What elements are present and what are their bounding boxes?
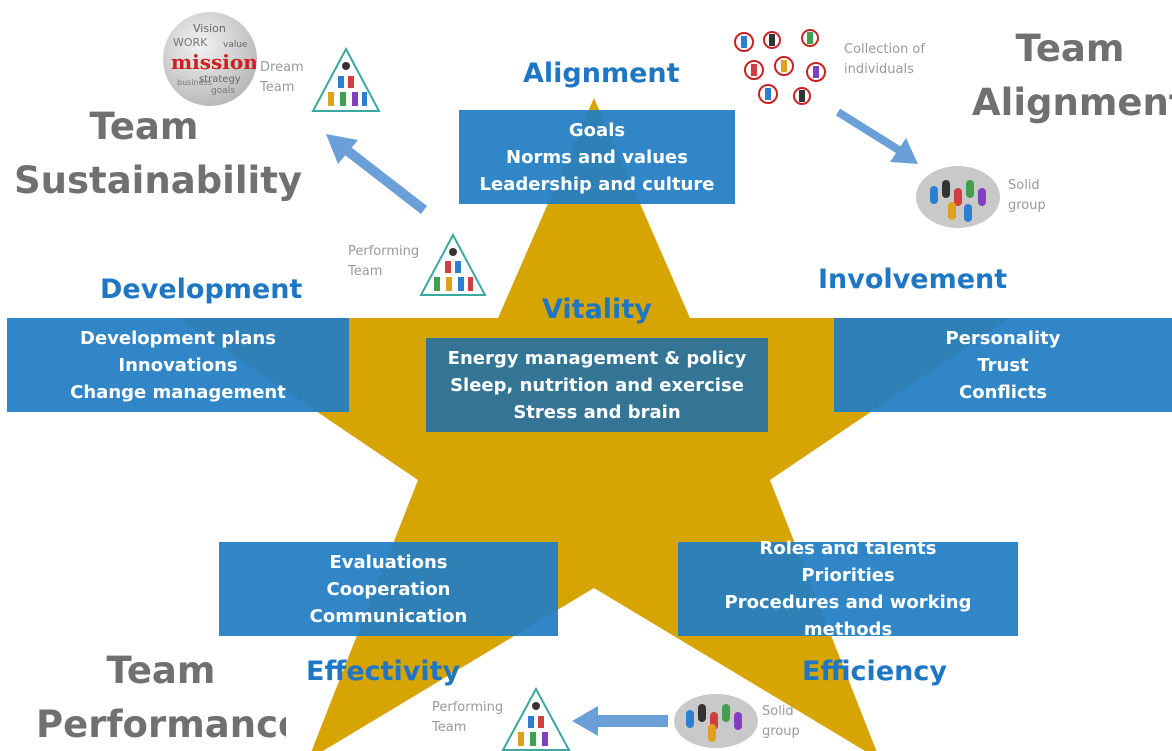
dream-team-line1: Dream: [260, 60, 304, 75]
performing-team-top-line1: Performing: [348, 244, 420, 259]
word-cloud-word: strategy: [199, 74, 241, 85]
development-box: Development plans Innovations Change man…: [7, 318, 349, 412]
effectivity-item: Communication: [309, 605, 468, 627]
person-figure: [942, 180, 950, 198]
development-item: Innovations: [118, 354, 238, 376]
vitality-item: Energy management & policy: [447, 347, 747, 369]
involvement-item: Conflicts: [959, 381, 1047, 403]
word-cloud-word: Vision: [193, 22, 226, 35]
effectivity-heading: Effectivity: [306, 656, 461, 687]
vitality-box: Energy management & policy Sleep, nutrit…: [426, 338, 768, 432]
efficiency-item: Procedures and working methods: [724, 592, 972, 640]
performing-team-top-caption: Performing Team: [348, 242, 419, 282]
team-performance-title: Team Performance: [36, 644, 286, 751]
solid-group-bottom-caption: Solid group: [762, 702, 800, 742]
word-cloud-word: value: [223, 40, 248, 50]
team-sustainability-line1: Team: [89, 105, 199, 148]
collection-of-individuals-icon: [734, 29, 826, 105]
person-figure: [978, 188, 986, 206]
involvement-heading: Involvement: [818, 264, 1008, 295]
involvement-item: Trust: [977, 354, 1029, 376]
solid-group-right-caption: Solid group: [1008, 176, 1046, 216]
collection-of-individuals-caption: Collection of individuals: [844, 40, 925, 80]
arrow-left-icon: [572, 706, 668, 736]
development-item: Development plans: [80, 327, 276, 349]
involvement-item: Personality: [945, 327, 1061, 349]
solid-right-line2: group: [1008, 198, 1046, 213]
person-figure: [930, 186, 938, 204]
team-alignment-title: Team Alignment: [972, 22, 1172, 130]
solid-group-bottom-icon: [674, 694, 758, 748]
team-performance-line2: Performance: [36, 703, 286, 746]
team-sustainability-title: Team Sustainability: [14, 100, 302, 208]
involvement-box: Personality Trust Conflicts: [834, 318, 1172, 412]
solid-bottom-line2: group: [762, 724, 800, 739]
performing-team-top-line2: Team: [348, 264, 383, 279]
development-heading: Development: [100, 274, 303, 305]
performing-team-bottom-caption: Performing Team: [432, 698, 503, 738]
effectivity-item: Cooperation: [326, 578, 451, 600]
word-cloud-main-word: mission: [171, 50, 257, 74]
person-figure: [948, 202, 956, 220]
person-figure: [966, 180, 974, 198]
efficiency-box: Roles and talents Priorities Procedures …: [678, 538, 1018, 640]
dream-team-line2: Team: [260, 80, 295, 95]
effectivity-item: Evaluations: [329, 551, 448, 573]
efficiency-item: Roles and talents: [759, 538, 937, 559]
team-performance-line1: Team: [106, 649, 216, 692]
solid-bottom-line1: Solid: [762, 704, 794, 719]
arrow-up-left-icon: [326, 134, 428, 214]
alignment-item: Norms and values: [506, 146, 688, 168]
team-sustainability-line2: Sustainability: [14, 159, 302, 202]
person-figure: [686, 710, 694, 728]
performing-team-bottom-line2: Team: [432, 720, 467, 735]
collection-line2: individuals: [844, 62, 914, 77]
team-alignment-line2: Alignment: [972, 81, 1172, 124]
effectivity-box: Evaluations Cooperation Communication: [219, 542, 558, 636]
person-figure: [710, 712, 718, 730]
mission-word-cloud-image: Vision WORK mission strategy goals value…: [163, 12, 257, 106]
performing-team-bottom-line1: Performing: [432, 700, 504, 715]
alignment-item: Leadership and culture: [479, 173, 715, 195]
person-figure: [722, 704, 730, 722]
dream-team-caption: Dream Team: [260, 58, 304, 98]
alignment-item: Goals: [568, 119, 626, 141]
performing-team-bottom-pyramid-icon: [501, 686, 571, 751]
word-cloud-word: business: [177, 78, 212, 87]
vitality-item: Sleep, nutrition and exercise: [450, 374, 744, 396]
person-figure: [708, 724, 716, 742]
dream-team-pyramid-icon: [311, 46, 381, 112]
alignment-box: Goals Norms and values Leadership and cu…: [459, 110, 735, 204]
solid-group-right-icon: [916, 166, 1000, 228]
word-cloud-word: WORK: [173, 36, 208, 49]
person-figure: [964, 204, 972, 222]
person-figure: [954, 188, 962, 206]
efficiency-heading: Efficiency: [802, 656, 947, 687]
development-item: Change management: [70, 381, 286, 403]
team-alignment-line1: Team: [1015, 27, 1125, 70]
person-figure: [734, 712, 742, 730]
efficiency-item: Priorities: [801, 565, 895, 586]
person-figure: [698, 704, 706, 722]
performing-team-pyramid-icon: [419, 232, 487, 296]
vitality-item: Stress and brain: [513, 401, 681, 423]
alignment-heading: Alignment: [523, 58, 680, 89]
arrow-down-right-icon: [835, 108, 918, 164]
vitality-heading: Vitality: [542, 294, 652, 325]
collection-line1: Collection of: [844, 42, 925, 57]
solid-right-line1: Solid: [1008, 178, 1040, 193]
word-cloud-word: goals: [211, 86, 235, 96]
